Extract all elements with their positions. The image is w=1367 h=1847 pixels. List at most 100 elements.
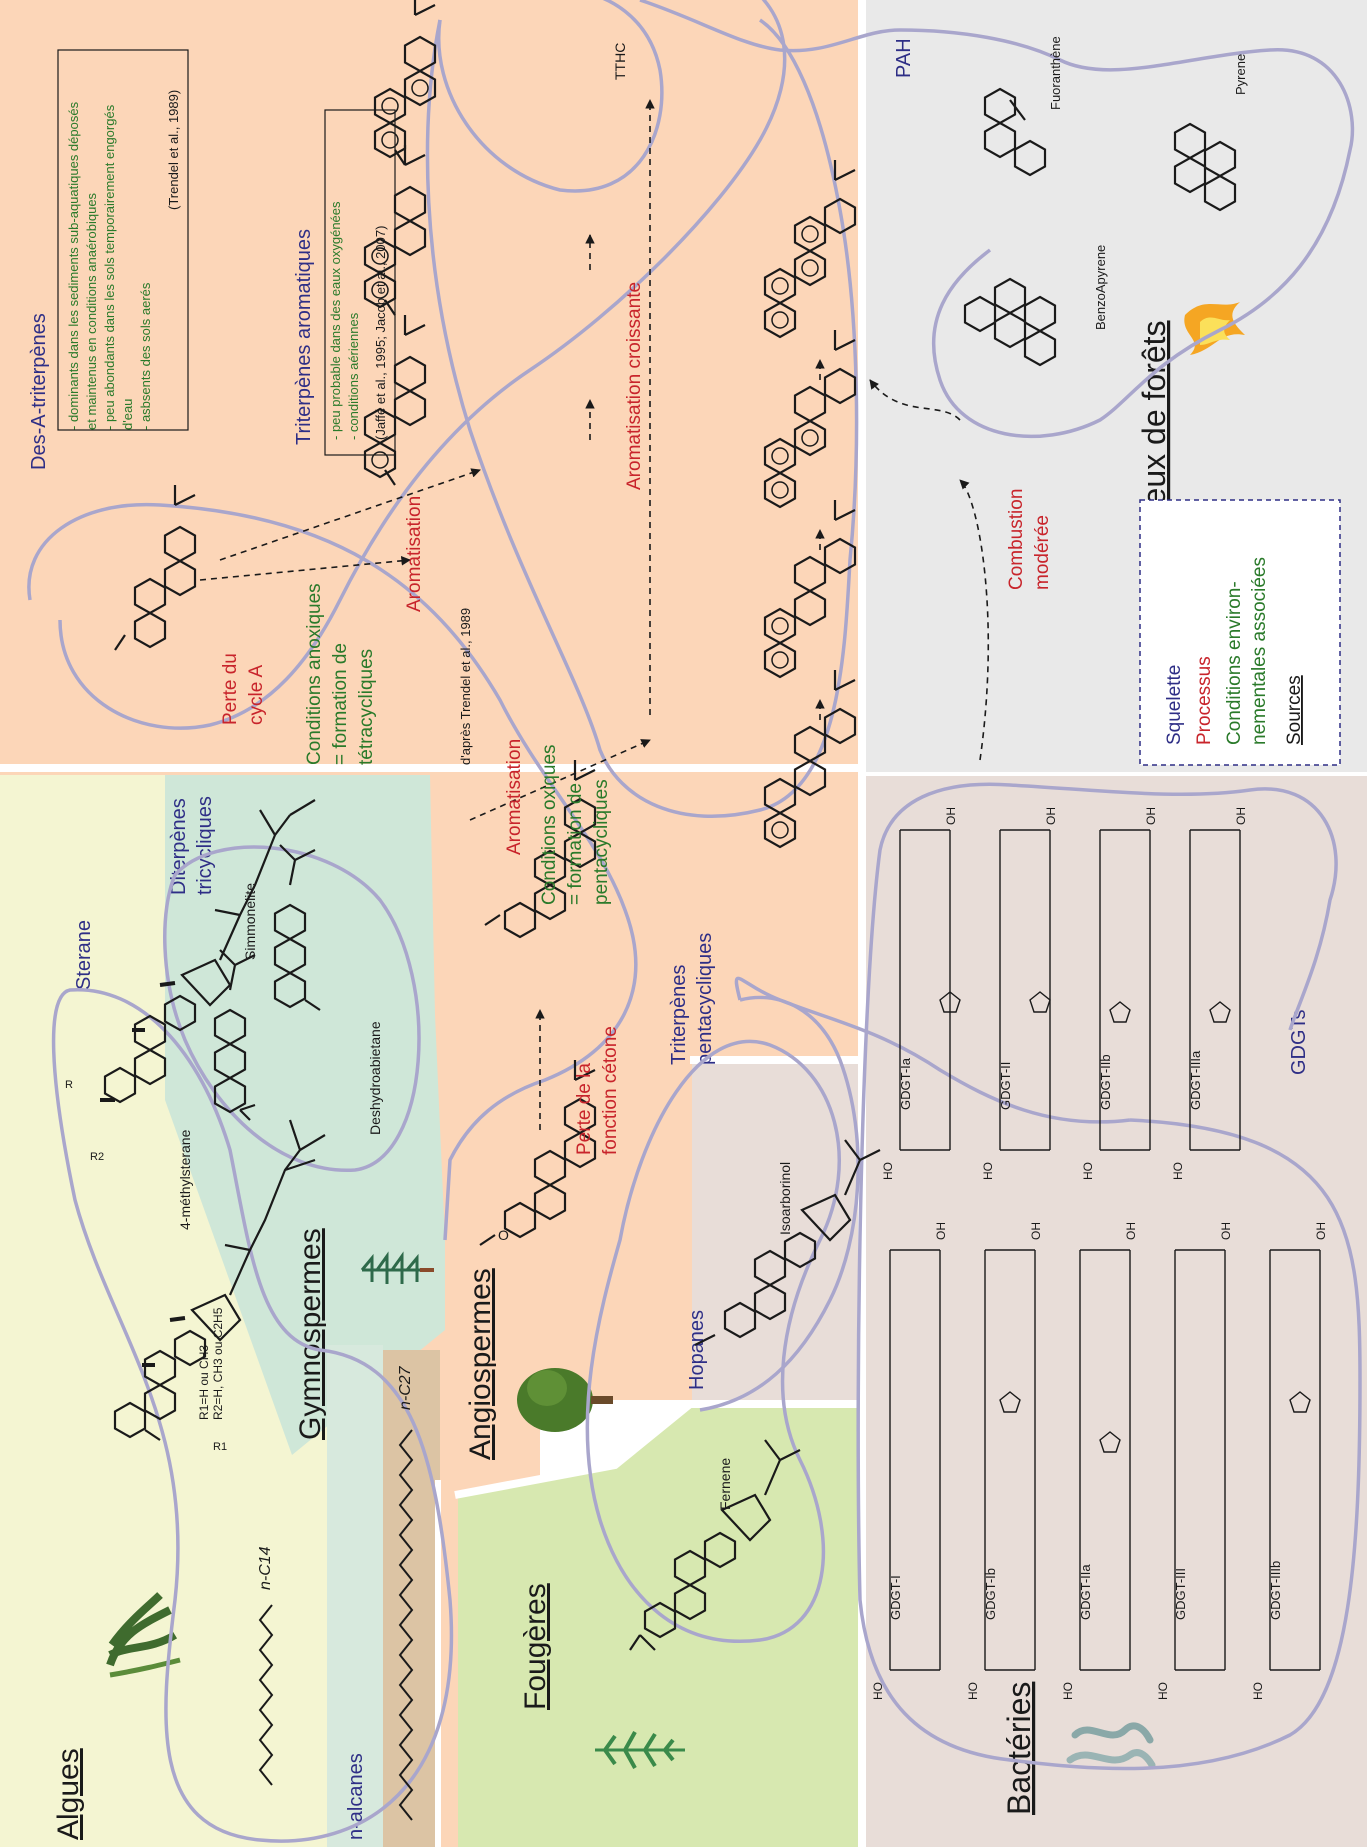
ref-trendel: d'après Trendel et al., 1989	[458, 608, 473, 765]
gdgt-ho-7: HO	[981, 1162, 995, 1180]
group-feux: Feux de forêts	[1136, 320, 1172, 525]
gdgt-oh-8: OH	[1144, 807, 1158, 825]
legend-sources: Sources	[1284, 675, 1305, 745]
des-a-line-4: d'eau	[120, 399, 135, 430]
gdgt-label-iia: GDGT-IIa	[1078, 1564, 1093, 1620]
legend-processus: Processus	[1194, 656, 1215, 745]
gdgt-label-ib: GDGT-Ib	[983, 1568, 998, 1620]
aromatic-pentacyclic-4	[763, 160, 857, 339]
gdgt-ho-1: HO	[871, 1682, 885, 1700]
des-a-line-3: - peu abondants dans les sols temporaire…	[102, 104, 117, 430]
legend-squelette: Squelette	[1164, 665, 1185, 745]
sterane-r-legend-1: R1=H ou CH3	[197, 1345, 211, 1420]
gdgt-label-ii: GDGT-II	[998, 1062, 1013, 1110]
bacteria-icon	[1066, 1722, 1156, 1769]
gdgt-oh-5: OH	[1314, 1222, 1328, 1240]
group-angiospermes: Angiospermes	[464, 1268, 497, 1460]
process-aromatisation-1: Aromatisation	[504, 739, 525, 855]
aromatic-pentacyclic-2	[763, 500, 857, 679]
oak-tree-icon	[517, 1368, 613, 1432]
sterane-r1: R1	[213, 1441, 227, 1453]
skeleton-des-a: Des-A-triterpènes	[28, 313, 50, 470]
skeleton-sterane: Sterane	[73, 920, 95, 990]
bacteria-region	[866, 776, 1367, 1847]
skeleton-nalcanes: n-alcanes	[345, 1753, 367, 1840]
gdgt-ho-4: HO	[1156, 1682, 1170, 1700]
tthc-label: TTHC	[612, 43, 628, 80]
gdgt-oh-6: OH	[944, 807, 958, 825]
des-a-ref: (Trendel et al., 1989)	[166, 90, 181, 210]
tri-aro-ref: (Jaffé et al., 1995; Jacob et al., 2007)	[373, 226, 388, 440]
gdgt-ho-6: HO	[881, 1162, 895, 1180]
gdgt-ends: HO HO HO HO HO HO HO HO HO OH OH OH OH O…	[871, 807, 1328, 1700]
gdgt-oh-7: OH	[1044, 807, 1058, 825]
process-arrows	[199, 99, 990, 1130]
pentacyclic-ene-molecule	[484, 760, 597, 939]
gdgt-ho-9: HO	[1171, 1162, 1185, 1180]
deshydroabietane-label: Deshydroabietane	[367, 1021, 383, 1135]
gdgt-label-i: GDGT-I	[888, 1575, 903, 1620]
gdgt-oh-2: OH	[1029, 1222, 1043, 1240]
gdgt-ho-5: HO	[1251, 1682, 1265, 1700]
gdgt-label-iiib: GDGT-IIIb	[1268, 1561, 1283, 1620]
nc27-band	[383, 1350, 440, 1847]
nc27-label: n-C27	[397, 1365, 414, 1410]
skeleton-outlines	[27, 0, 1362, 1843]
isoarborinol-label: Isoarborinol	[777, 1162, 793, 1235]
gdgt-label-iiia: GDGT-IIIa	[1188, 1050, 1203, 1110]
des-a-box	[57, 49, 189, 431]
group-gymnospermes: Gymnospermes	[294, 1228, 327, 1440]
fernene-label: Fernene	[717, 1458, 733, 1510]
bacteria-left-region	[692, 1062, 862, 1400]
simmonelite-label: Simmonelite	[242, 883, 258, 960]
group-bacteries: Bactéries	[1001, 1682, 1037, 1815]
fernene-molecule	[629, 1439, 801, 1651]
nalkane-band	[327, 1345, 383, 1847]
group-fougeres: Fougères	[519, 1583, 552, 1710]
gdgt-oh-4: OH	[1219, 1222, 1233, 1240]
des-a-line-2: et maintenus en conditions anaérobiques	[84, 192, 99, 430]
process-aromatisation-2: Aromatisation	[404, 496, 425, 612]
fluoranthene-molecule	[983, 87, 1047, 177]
fluoranthene-label: Fuoranthène	[1048, 36, 1063, 110]
tthc-molecule	[373, 0, 437, 166]
nc14-label: n-C14	[257, 1546, 274, 1590]
skeleton-pah: PAH	[893, 38, 915, 78]
gdgt-label-iib: GDGT-IIb	[1098, 1054, 1113, 1110]
ketone-o: O	[498, 1227, 509, 1243]
gdgt-label-ia: GDGT-Ia	[898, 1057, 913, 1110]
aromatic-pentacyclic-1	[763, 670, 857, 849]
sterane-r-legend-2: R2=H, CH3 ou C2H5	[211, 1307, 225, 1420]
seaweed-icon	[106, 1592, 181, 1678]
sterane-molecule	[113, 1119, 326, 1441]
pyrene-label: Pyrene	[1233, 54, 1248, 95]
des-a-line-5: - asbsents des sols aerés	[138, 282, 153, 430]
tri-aro-box	[324, 109, 396, 456]
skeleton-tri-aro: Triterpènes aromatiques	[293, 229, 315, 445]
tri-aro-line-2: - conditions aériennes	[346, 312, 361, 440]
gdgt-ho-8: HO	[1081, 1162, 1095, 1180]
group-algues: Algues	[52, 1748, 85, 1840]
gdgt-rings	[939, 991, 1311, 1453]
methylsterane-r: R	[65, 1079, 73, 1091]
process-aromatisation-croissante: Aromatisation croissante	[624, 282, 645, 490]
nc27-chain	[398, 1429, 414, 1821]
deshydroabietane-molecule	[213, 949, 256, 1121]
nc14-chain	[258, 1604, 274, 1786]
isoarborinol-molecule	[694, 1139, 881, 1346]
pine-tree-icon	[360, 1251, 434, 1284]
fern-region	[458, 1404, 862, 1847]
simmonelite-molecule	[273, 844, 321, 1011]
legend-conditions-2: nementales associées	[1249, 557, 1270, 745]
skeleton-gdgts: GDGTs	[1288, 1009, 1310, 1075]
tri-aro-line-1: - peu probable dans des eaux oxygénées	[328, 201, 343, 440]
des-a-line-1: - dominants dans les sediments sub-aquat…	[66, 101, 81, 430]
gdgt-oh-9: OH	[1234, 807, 1248, 825]
